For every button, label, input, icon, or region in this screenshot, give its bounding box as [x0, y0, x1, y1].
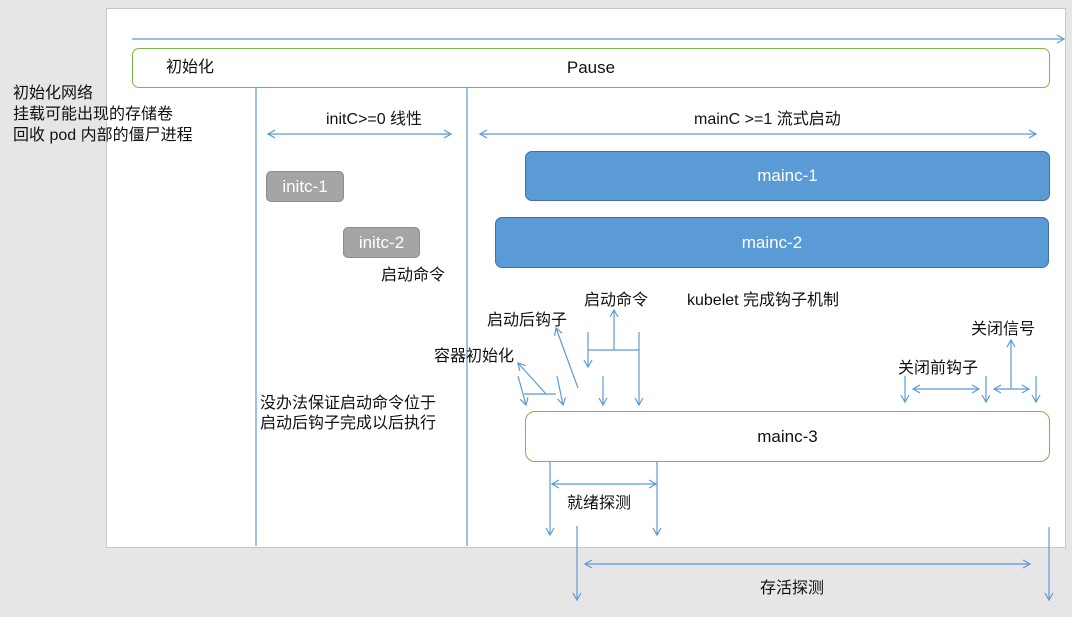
kubelet-hook-label: kubelet 完成钩子机制: [687, 292, 840, 309]
init-container-label: initc-1: [282, 176, 328, 196]
main-container-2[interactable]: mainc-2: [495, 217, 1049, 268]
initc-section-label: initC>=0 线性: [326, 111, 423, 128]
mainc-section-label: mainC >=1 流式启动: [694, 111, 841, 128]
container-init-arrow: [517, 362, 547, 395]
init-start-command-label: 启动命令: [381, 267, 446, 284]
init-container-label: initc-2: [358, 232, 405, 252]
init-container-1[interactable]: initc-1: [266, 171, 344, 202]
liveness-probe-label: 存活探测: [760, 580, 825, 597]
post-start-hook-label: 启动后钩子: [487, 312, 568, 329]
close-signal-label: 关闭信号: [971, 321, 1036, 338]
pause-container[interactable]: Pause: [132, 48, 1050, 88]
start-command-label: 启动命令: [584, 292, 649, 309]
init-note: 挂载可能出现的存储卷: [13, 106, 174, 123]
main-container-3[interactable]: mainc-3: [525, 411, 1050, 462]
post-start-arrow: [554, 326, 579, 389]
no-guarantee-note: 没办法保证启动命令位于: [260, 395, 437, 412]
down-arrow: [556, 375, 567, 407]
init-container-2[interactable]: initc-2: [343, 227, 420, 258]
no-guarantee-note: 启动后钩子完成以后执行: [260, 415, 437, 432]
main-container-label: mainc-2: [741, 232, 803, 252]
init-note: 回收 pod 内部的僵尸进程: [13, 127, 193, 144]
pre-stop-hook-label: 关闭前钩子: [898, 360, 979, 377]
init-note: 初始化网络: [13, 85, 94, 102]
init-phase-label: 初始化: [166, 59, 215, 76]
readiness-probe-label: 就绪探测: [567, 495, 632, 512]
pause-label: Pause: [566, 58, 616, 77]
main-container-label: mainc-1: [757, 166, 818, 185]
container-init-label: 容器初始化: [434, 348, 515, 365]
main-container-label: mainc-3: [757, 426, 818, 446]
main-container-1[interactable]: mainc-1: [525, 151, 1050, 201]
